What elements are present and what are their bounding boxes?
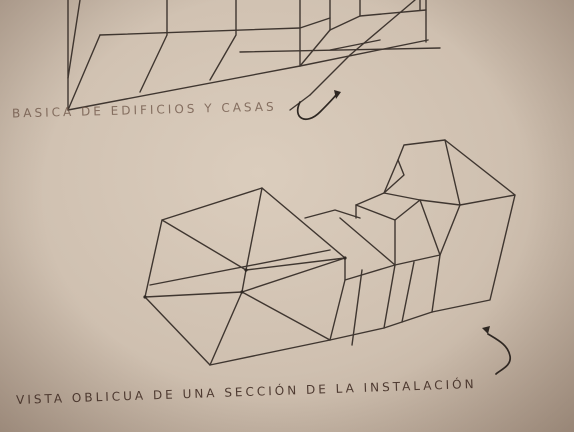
top-buildings-sketch xyxy=(67,0,441,111)
oblique-section-sketch xyxy=(143,139,516,366)
curved-arrow-bottom xyxy=(482,326,511,375)
curved-arrow-top xyxy=(296,90,341,121)
